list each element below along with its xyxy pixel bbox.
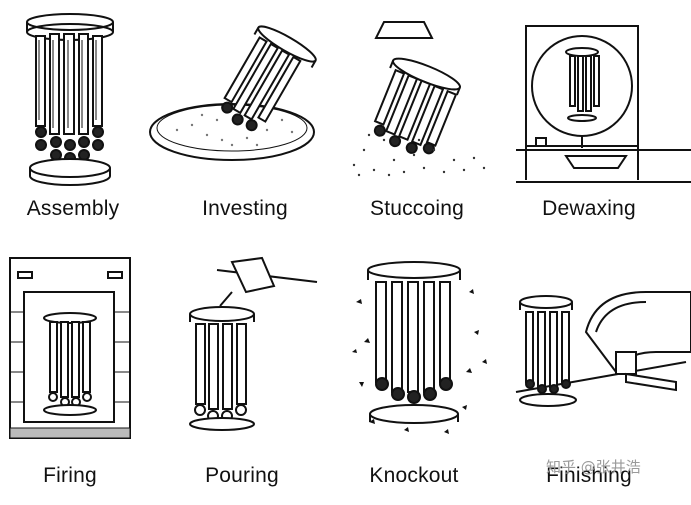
autoclave-dewax-icon: [516, 25, 691, 183]
step-label-stuccoing: Stuccoing: [369, 197, 465, 220]
wax-tree-assembly-icon: [26, 13, 114, 186]
step-label-knockout: Knockout: [369, 464, 459, 487]
step-investing: Investing: [149, 0, 344, 240]
kiln-firing-icon: [9, 257, 131, 439]
tree-stucco-sand-icon: [352, 21, 486, 177]
ladle-pouring-icon: [189, 256, 318, 431]
step-stuccoing: Stuccoing: [344, 0, 516, 240]
step-firing: Firing: [0, 252, 172, 505]
step-pouring: Pouring: [172, 252, 344, 505]
step-knockout: Knockout: [344, 252, 516, 505]
step-label-dewaxing: Dewaxing: [542, 197, 636, 220]
step-label-pouring: Pouring: [205, 464, 279, 487]
step-label-finishing: Finishing: [546, 464, 632, 487]
tree-dipped-in-slurry-icon: [149, 25, 317, 161]
step-label-investing: Investing: [202, 197, 288, 220]
step-finishing: Finishing: [515, 252, 691, 505]
cutoff-saw-finishing-icon: [515, 291, 691, 407]
watermark: 知乎 @张井浩: [546, 458, 641, 476]
shell-knockout-icon: [352, 261, 487, 434]
step-label-firing: Firing: [43, 464, 97, 487]
step-dewaxing: Dewaxing: [516, 0, 691, 240]
step-label-assembly: Assembly: [26, 197, 120, 220]
step-assembly: Assembly: [0, 0, 172, 240]
